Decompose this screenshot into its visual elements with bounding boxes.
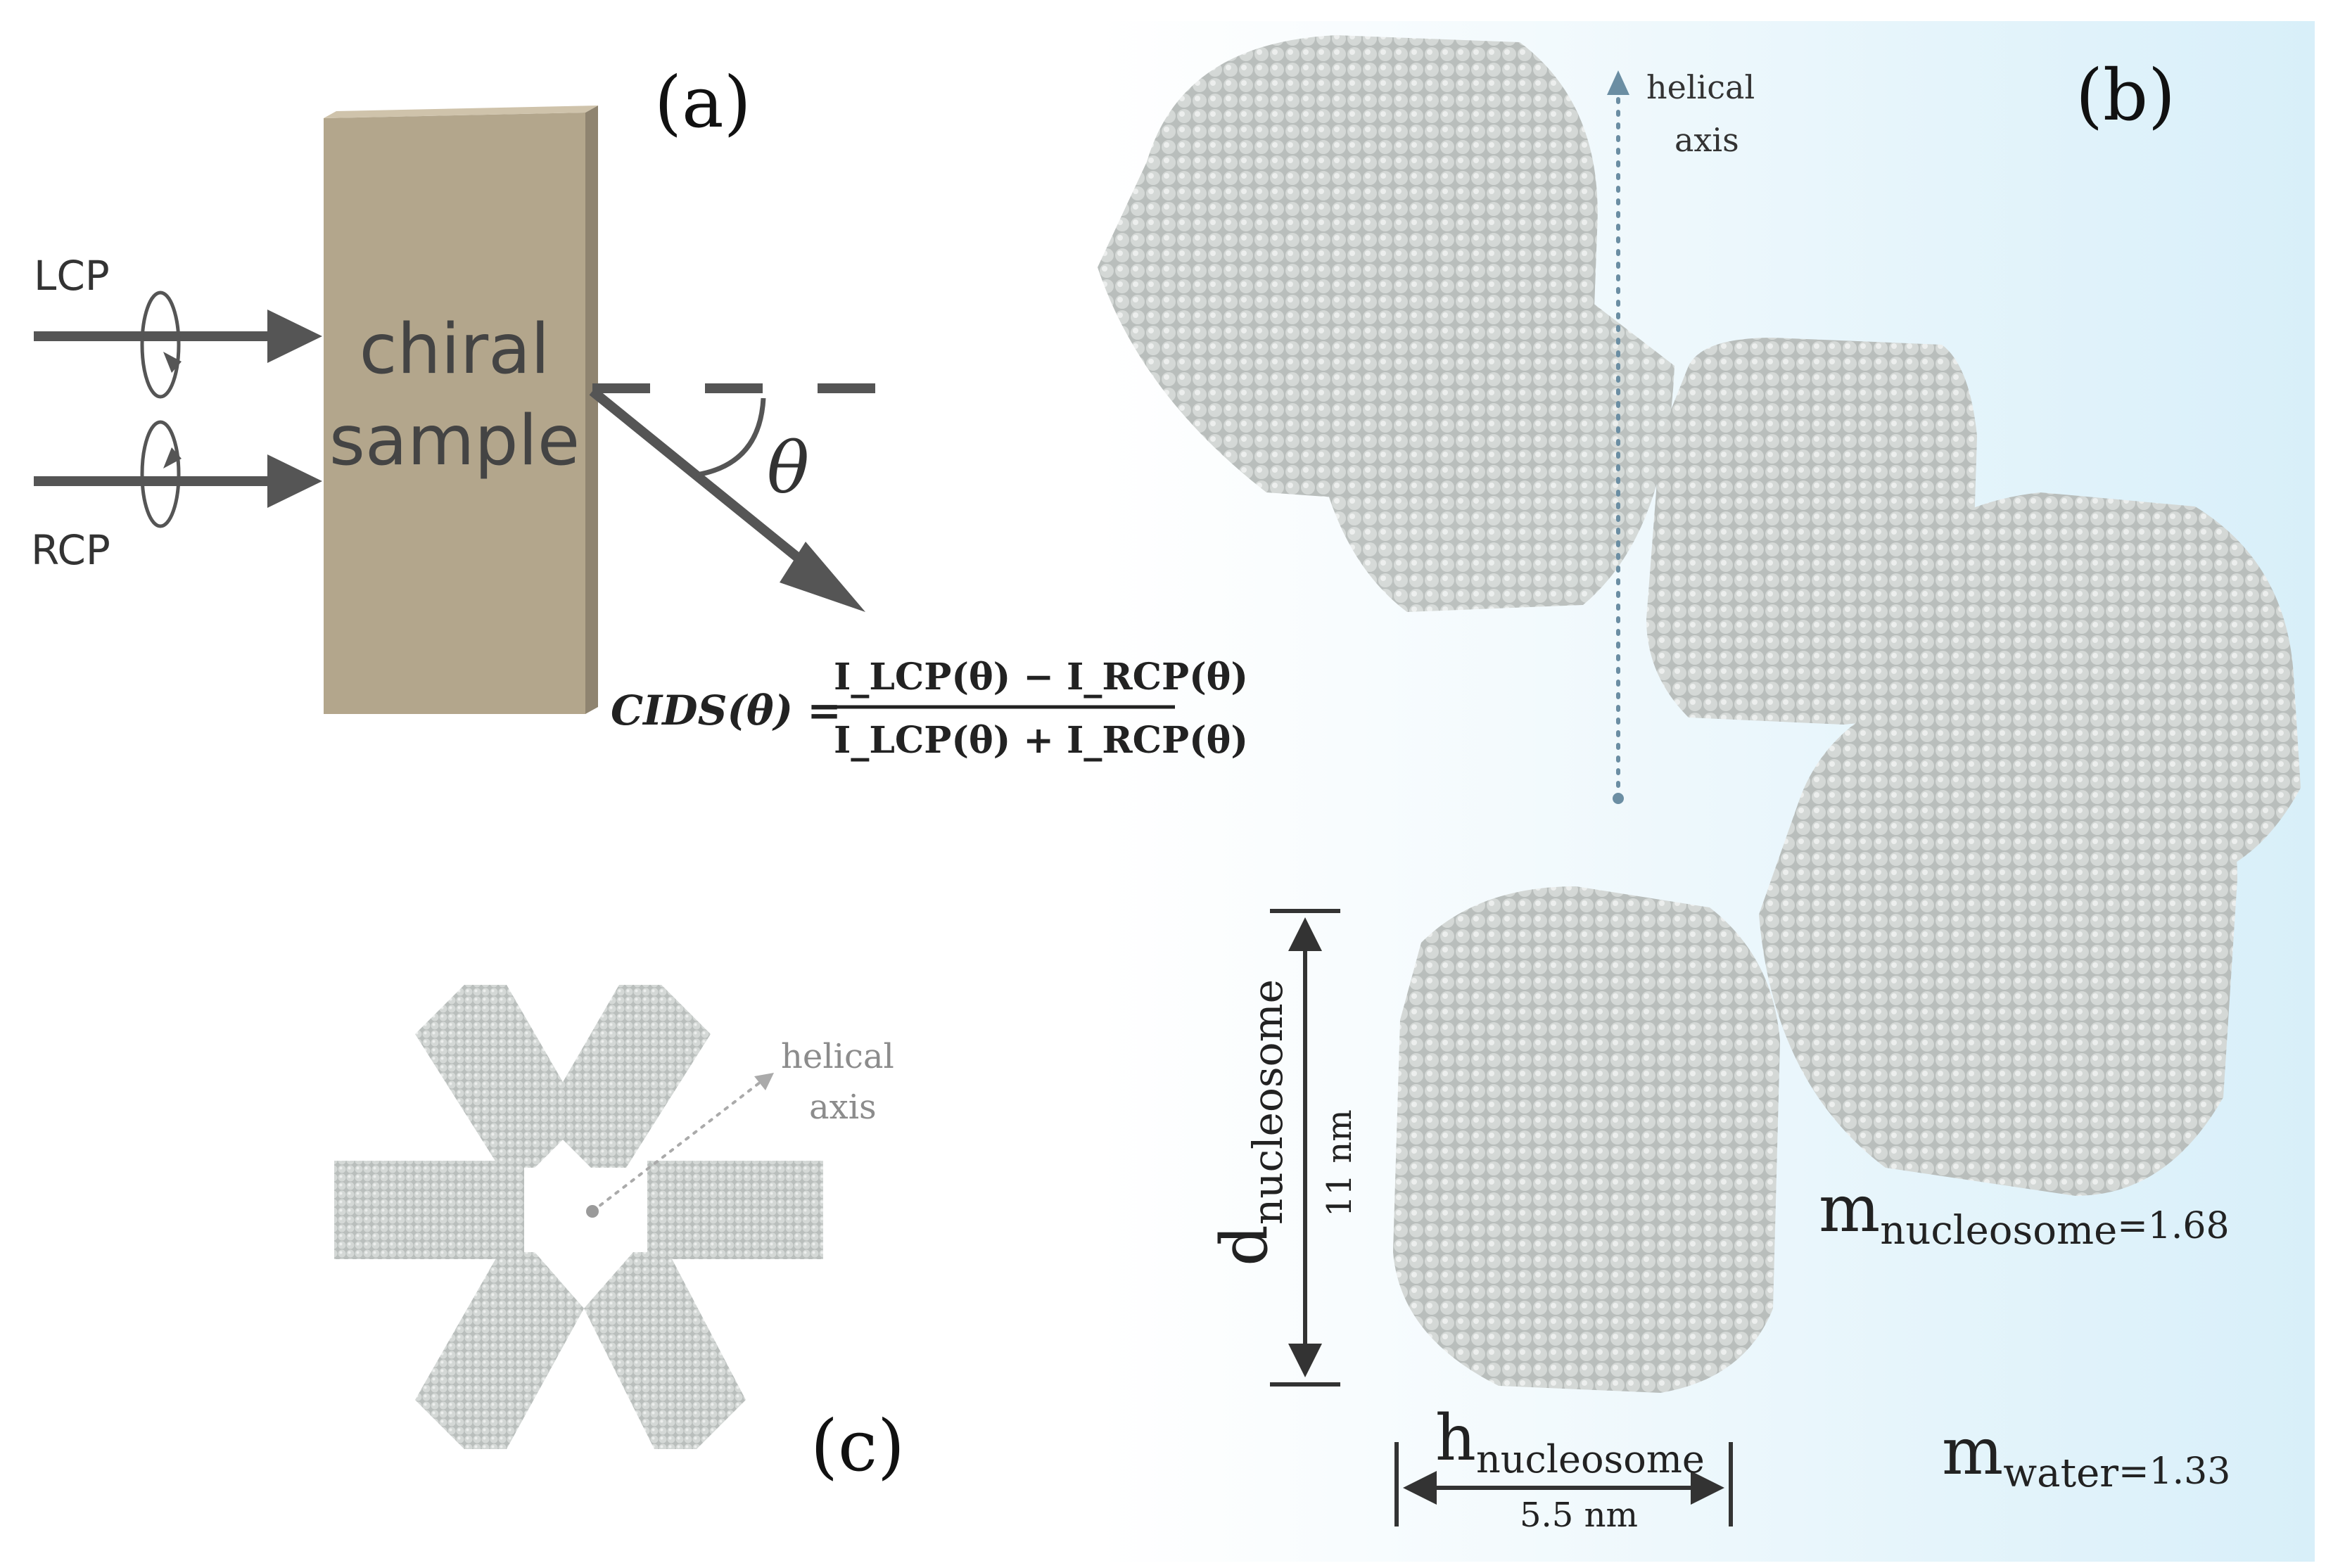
d-label: dnucleosome — [1207, 979, 1292, 1266]
sample-label-line1: chiral — [360, 310, 550, 390]
theta-arc — [696, 397, 766, 478]
panel-c-label: (c) — [811, 1405, 905, 1487]
d-subscript: nucleosome — [1244, 979, 1292, 1225]
d-symbol: d — [1207, 1225, 1282, 1266]
nucleosome-ring-top-view — [334, 985, 823, 1449]
nucleosome-stack — [1098, 35, 2301, 1393]
formula-lhs: CIDS(θ) = — [611, 687, 841, 734]
rcp-label: RCP — [31, 526, 110, 574]
theta-symbol: θ — [767, 427, 809, 509]
h-symbol: h — [1435, 1401, 1476, 1475]
helical-axis-b-label-line1: helical — [1646, 68, 1755, 106]
panel-c: helical axis (c) — [334, 985, 905, 1487]
helical-axis-arrowhead — [1607, 70, 1629, 95]
helical-axis-b-label-line2: axis — [1674, 121, 1739, 159]
panel-b-label: (b) — [2076, 54, 2175, 136]
formula-numerator: I_LCP(θ) − I_RCP(θ) — [834, 656, 1248, 699]
h-label: hnucleosome — [1435, 1401, 1705, 1481]
nucleosome-disk — [1393, 886, 1780, 1393]
cids-formula: CIDS(θ) = I_LCP(θ) − I_RCP(θ) I_LCP(θ) +… — [611, 656, 1248, 762]
panel-a-label: (a) — [654, 61, 751, 144]
h-subscript: nucleosome — [1476, 1437, 1705, 1481]
lcp-label: LCP — [34, 252, 110, 300]
scattered-beam — [589, 387, 834, 588]
lcp-polarization-icon — [140, 291, 181, 399]
scattered-arrowhead — [780, 542, 865, 612]
formula-denominator: I_LCP(θ) + I_RCP(θ) — [834, 719, 1248, 762]
panel-b: (b) helical axis — [1098, 35, 2301, 1535]
svg-text:11 nm: 11 nm — [1320, 1109, 1359, 1217]
helical-axis-c-label-line1: helical — [781, 1037, 894, 1076]
nucleosome-disk — [1098, 35, 1674, 612]
lcp-arrowhead — [267, 310, 322, 363]
h-value: 5.5 nm — [1520, 1496, 1638, 1535]
rcp-polarization-icon — [140, 420, 181, 528]
helical-axis-c — [591, 1078, 765, 1213]
m-nucleosome-label: mnucleosome=1.68 — [1819, 1171, 2230, 1254]
rcp-arrowhead — [267, 454, 322, 508]
helical-axis-c-label-line2: axis — [809, 1088, 877, 1127]
nucleosome-disk — [1759, 492, 2301, 1196]
d-value: 11 nm — [1320, 1109, 1359, 1217]
sample-block — [324, 113, 585, 714]
svg-text:dnucleosome: dnucleosome — [1207, 979, 1292, 1266]
panel-a: chiral sample LCP RCP θ (a) CIDS(θ) = I_… — [31, 61, 1248, 762]
sample-label-line2: sample — [329, 401, 580, 481]
m-water-label: mwater=1.33 — [1942, 1414, 2230, 1496]
